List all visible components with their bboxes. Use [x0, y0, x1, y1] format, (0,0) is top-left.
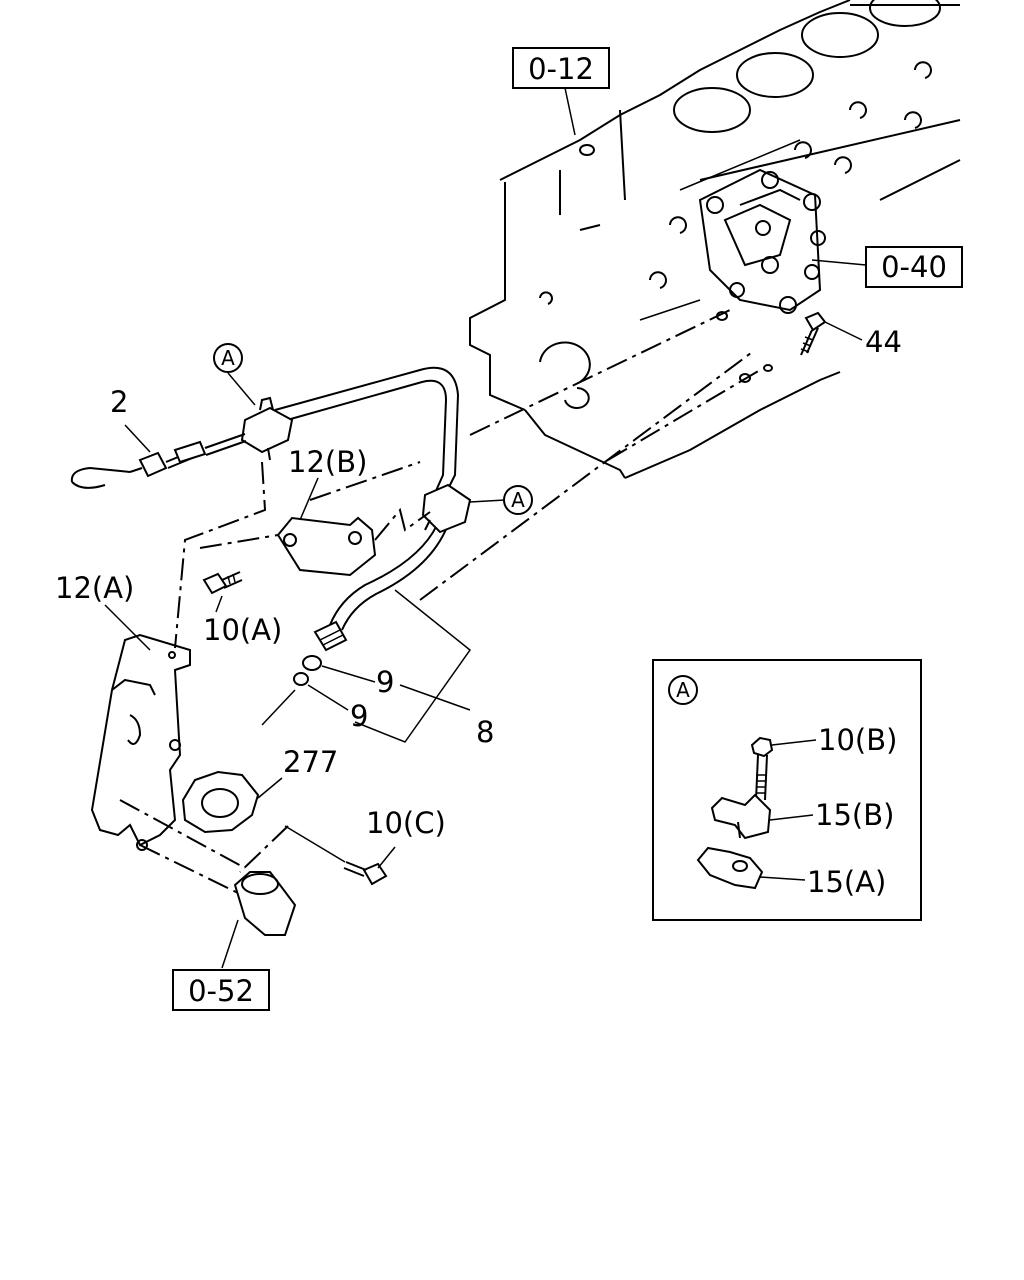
bracket-12b: [276, 516, 377, 577]
ref-box-0-12: 0-12: [512, 47, 610, 89]
mount-bracket: [698, 168, 826, 383]
dipstick-guide-tube: [274, 366, 460, 652]
tube-clamp-lower: [421, 483, 472, 534]
bracket-12a: [90, 633, 191, 851]
bolt-10a: [202, 571, 243, 595]
callout-15b: 15(B): [815, 798, 894, 832]
detail-marker-a: A: [676, 678, 690, 702]
detail-view-a: A 10(B) 15(B) 15(A): [652, 659, 922, 921]
marker-a-lower: A: [503, 485, 533, 515]
ref-box-0-40: 0-40: [865, 246, 963, 288]
bolt-10c: [343, 861, 388, 886]
filler-neck: [233, 871, 297, 936]
callout-8: 8: [476, 715, 494, 749]
detail-clamp-15b: [710, 793, 772, 840]
callout-2: 2: [110, 385, 128, 419]
oil-filler-cap: [181, 770, 260, 834]
detail-clamp-15a: [696, 846, 764, 890]
callout-12a: 12(A): [55, 571, 134, 605]
o-rings: [293, 655, 322, 686]
ref-0-52-label: 0-52: [188, 974, 254, 1008]
leader-lines: [104, 87, 867, 969]
callout-15a: 15(A): [807, 865, 886, 899]
detail-bolt-10b: [750, 736, 774, 801]
marker-a-lower-label: A: [511, 488, 525, 512]
callout-10b: 10(B): [818, 723, 897, 757]
callout-10a: 10(A): [203, 613, 282, 647]
marker-a-upper-label: A: [221, 346, 235, 370]
ref-0-40-label: 0-40: [881, 250, 947, 284]
tube-clamp-upper: [240, 396, 294, 461]
callout-9-lower: 9: [350, 699, 368, 733]
callout-277: 277: [283, 745, 338, 779]
engine-block: [469, 0, 961, 479]
ref-0-12-label: 0-12: [528, 52, 594, 86]
ref-box-0-52: 0-52: [172, 969, 270, 1011]
callout-9-upper: 9: [376, 665, 394, 699]
bolt-44: [800, 311, 827, 356]
callout-44: 44: [865, 325, 902, 359]
dipstick: [70, 433, 247, 489]
callout-10c: 10(C): [366, 806, 446, 840]
marker-a-upper: A: [213, 343, 243, 373]
callout-12b: 12(B): [288, 445, 367, 479]
